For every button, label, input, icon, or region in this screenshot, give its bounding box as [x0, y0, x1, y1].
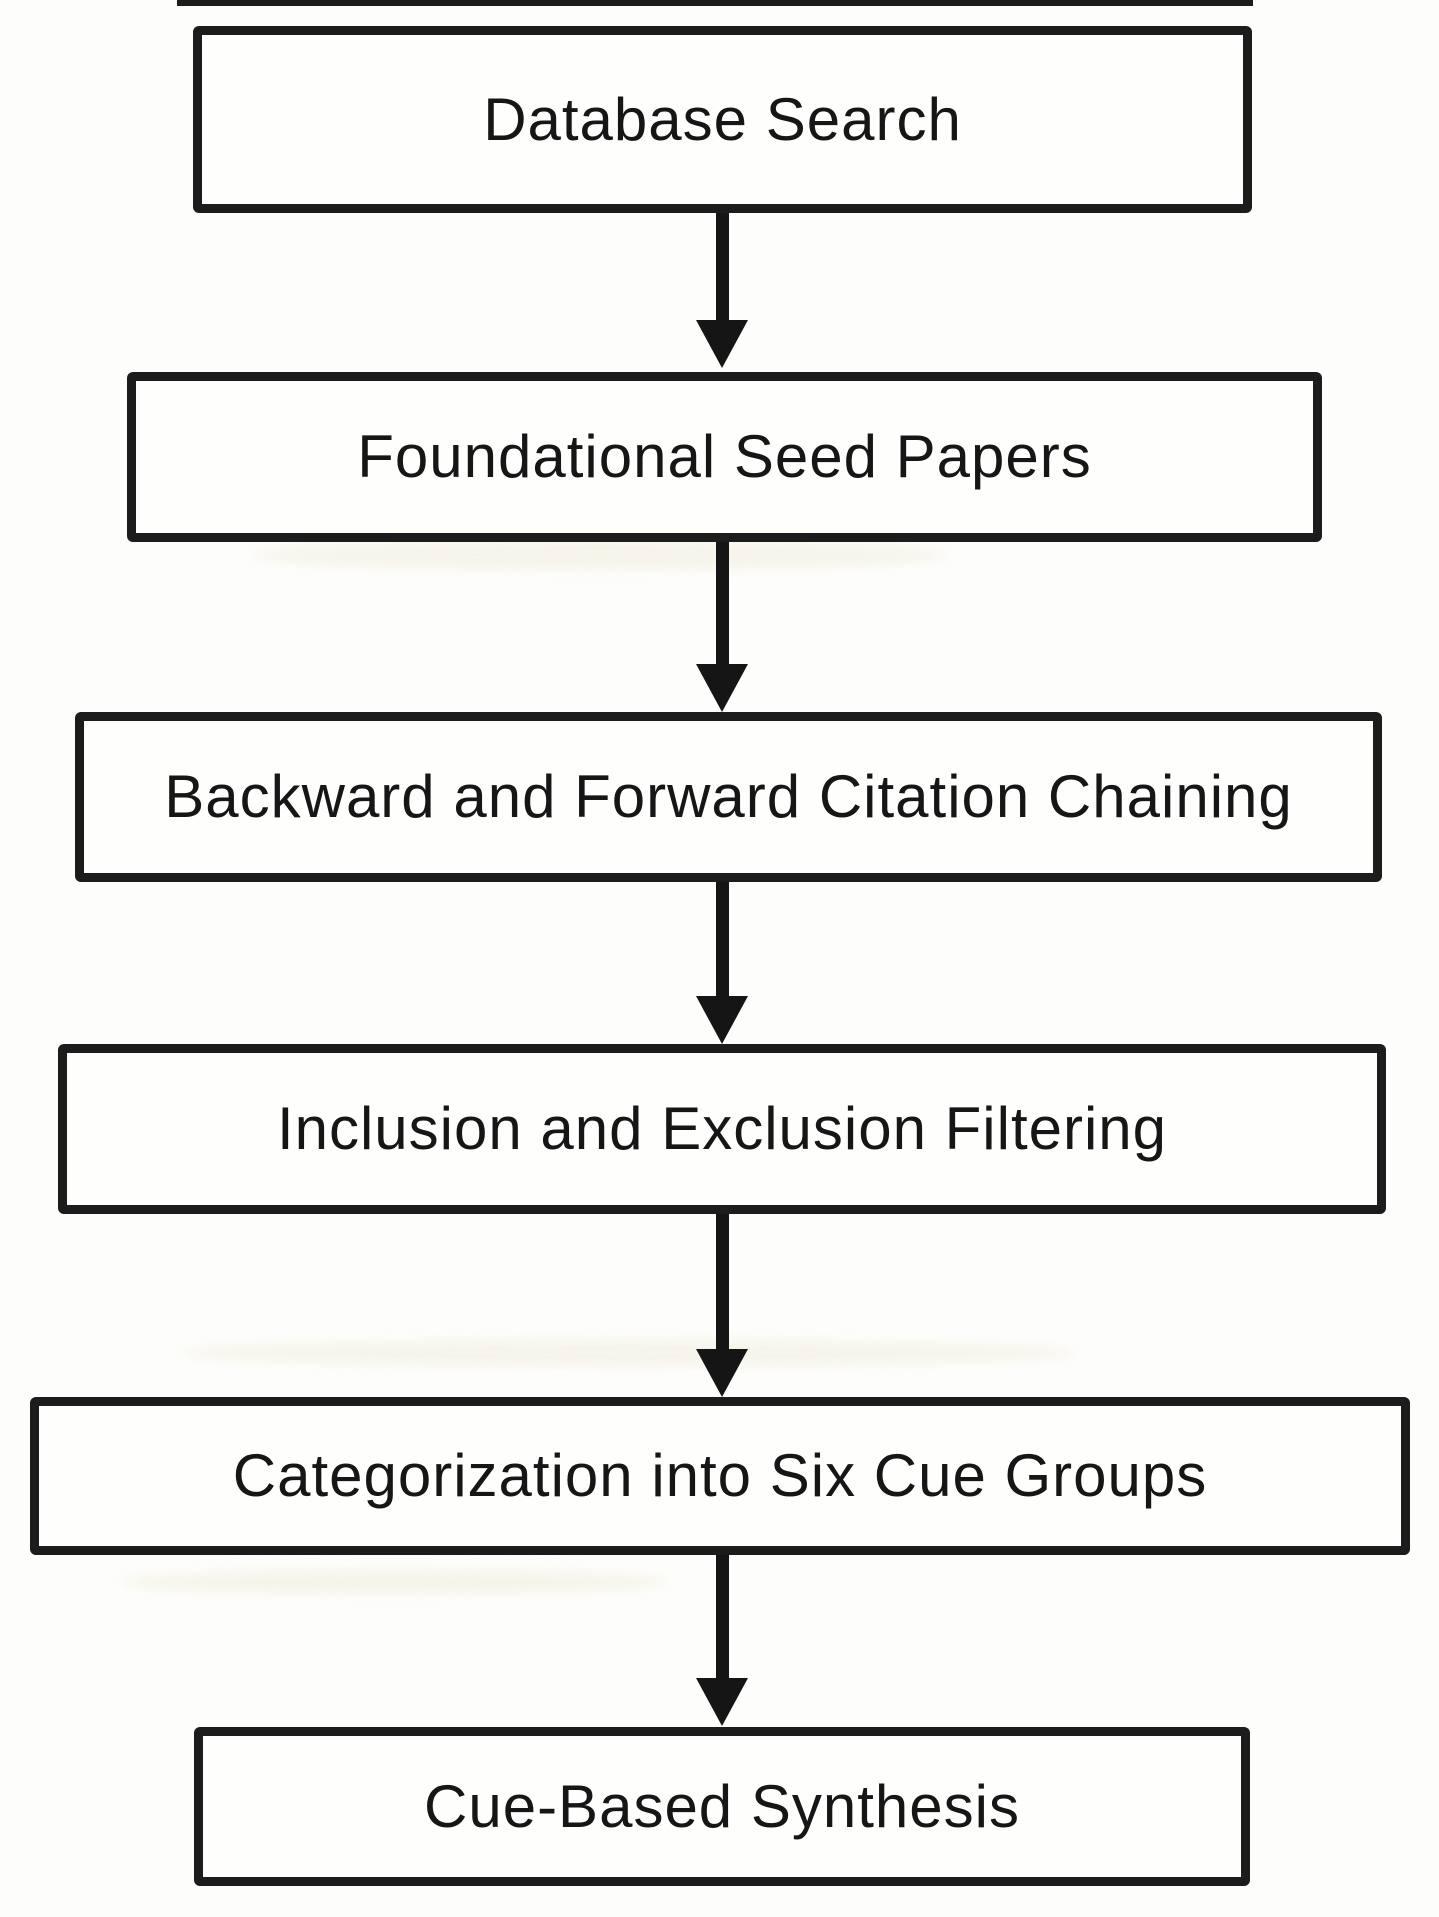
- flow-step-label: Backward and Forward Citation Chaining: [164, 763, 1293, 830]
- flow-step-database-search: Database Search: [193, 26, 1252, 213]
- flow-step-categorization-six-cue-groups: Categorization into Six Cue Groups: [30, 1397, 1410, 1555]
- arrow-shaft: [715, 1555, 729, 1678]
- flow-step-label: Database Search: [483, 85, 962, 153]
- arrow-head: [696, 1678, 748, 1726]
- arrow-head: [696, 320, 748, 368]
- flow-step-foundational-seed-papers: Foundational Seed Papers: [127, 372, 1322, 542]
- arrow-shaft: [715, 882, 729, 996]
- arrow-head: [696, 996, 748, 1044]
- top-partial-border: [177, 0, 1253, 6]
- arrow-shaft: [715, 542, 729, 664]
- flow-step-cue-based-synthesis: Cue-Based Synthesis: [194, 1727, 1250, 1886]
- flow-step-label: Inclusion and Exclusion Filtering: [276, 1095, 1168, 1162]
- down-arrow: [696, 1214, 748, 1397]
- arrow-shaft: [715, 1214, 729, 1349]
- down-arrow: [696, 542, 748, 712]
- down-arrow: [696, 1555, 748, 1726]
- down-arrow: [696, 882, 748, 1044]
- arrow-head: [696, 664, 748, 712]
- background-smudge: [250, 540, 950, 570]
- flow-step-inclusion-exclusion-filtering: Inclusion and Exclusion Filtering: [58, 1044, 1386, 1214]
- arrow-head: [696, 1349, 748, 1397]
- arrow-shaft: [715, 213, 729, 320]
- flow-step-label: Foundational Seed Papers: [357, 423, 1092, 490]
- flow-step-label: Categorization into Six Cue Groups: [232, 1442, 1208, 1509]
- flow-step-label: Cue-Based Synthesis: [424, 1772, 1020, 1840]
- flow-step-citation-chaining: Backward and Forward Citation Chaining: [75, 712, 1382, 882]
- background-smudge: [120, 1570, 670, 1594]
- down-arrow: [696, 213, 748, 368]
- background-smudge: [180, 1340, 1080, 1366]
